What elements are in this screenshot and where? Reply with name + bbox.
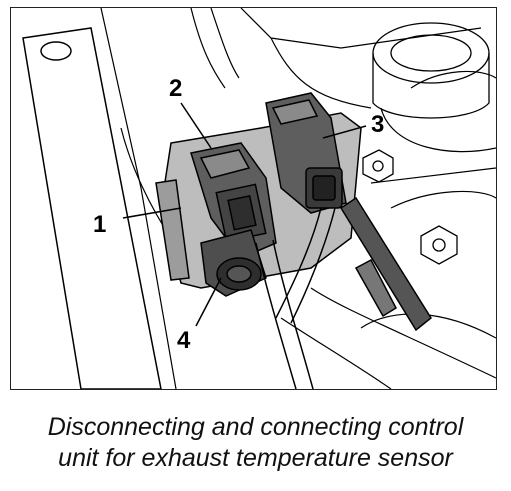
mounting-strap <box>22 27 162 389</box>
callout-4: 4 <box>177 327 191 354</box>
callout-3: 3 <box>371 111 384 138</box>
caption-line-1: Disconnecting and connecting control <box>47 413 464 441</box>
pipe <box>339 196 432 332</box>
callout-1: 1 <box>93 211 106 238</box>
connector-2 <box>190 142 277 259</box>
callout-2: 2 <box>169 75 182 102</box>
figure-caption: Disconnecting and connecting control uni… <box>0 412 511 474</box>
callout-leaders <box>122 102 367 327</box>
wiring-cables <box>255 207 336 389</box>
connector-4 <box>200 229 267 297</box>
reservoir <box>372 22 490 119</box>
bolt-lower <box>420 225 458 265</box>
technical-illustration: 1 2 3 4 <box>10 7 497 390</box>
bolt-upper <box>362 149 394 183</box>
connector-3 <box>265 92 347 214</box>
caption-line-2: unit for exhaust temperature sensor <box>58 444 453 472</box>
